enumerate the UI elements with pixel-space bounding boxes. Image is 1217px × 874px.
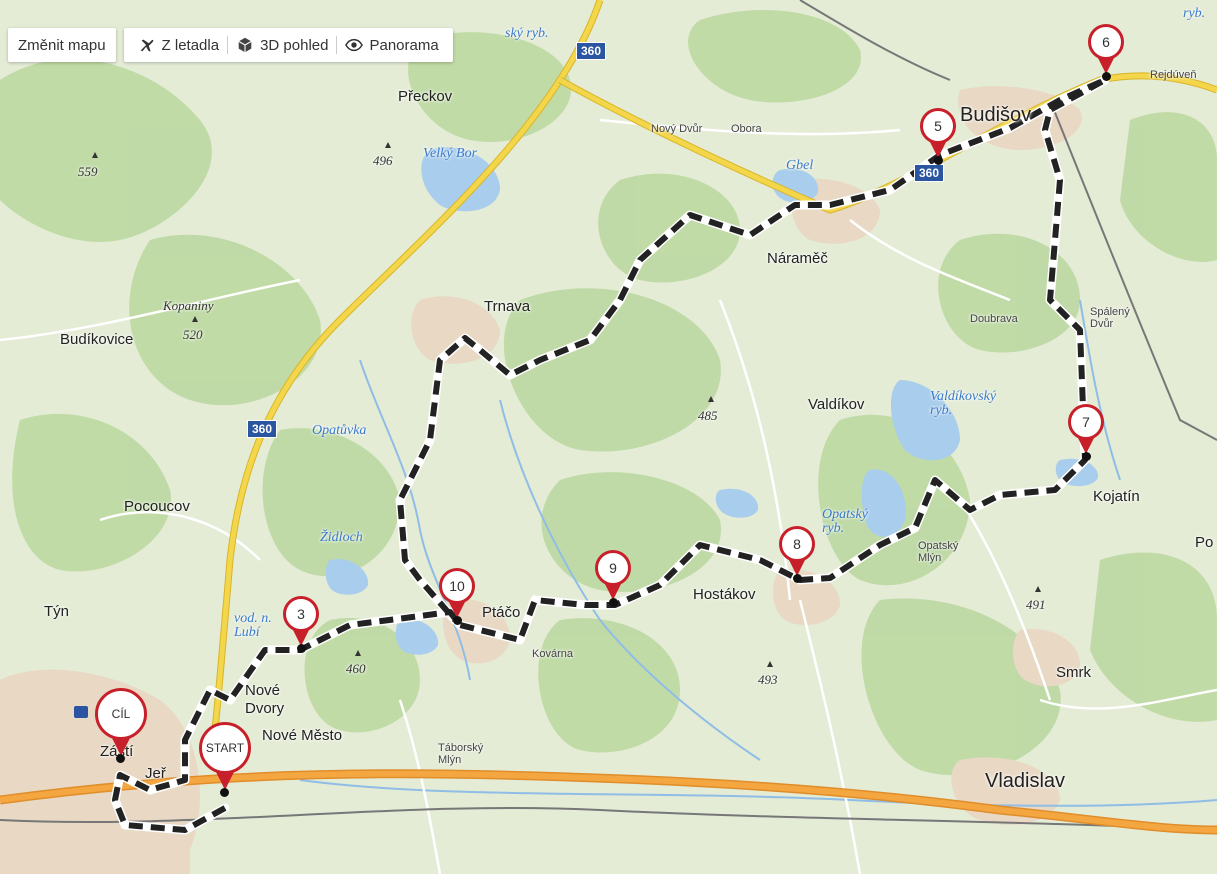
water-label: Velký Bor (423, 146, 478, 161)
pin-anchor (297, 644, 306, 653)
place-label: Pocoucov (124, 498, 190, 515)
pin-anchor (220, 788, 229, 797)
pin-anchor (793, 574, 802, 583)
place-label: Kojatín (1093, 488, 1140, 505)
finish-pin[interactable]: CÍL (93, 688, 149, 763)
hill-label: 520 (183, 327, 203, 342)
waypoint-pin-8[interactable]: 8 (777, 526, 817, 583)
pin-anchor (1082, 452, 1091, 461)
3d-view-label: 3D pohled (260, 36, 329, 54)
place-label: Opatský Mlýn (918, 540, 959, 564)
toolbar-divider (227, 36, 229, 54)
toolbar-divider (336, 36, 338, 54)
pin-label: START (199, 722, 251, 774)
road-shield: 360 (576, 42, 607, 60)
water-label: Opatský ryb. (822, 507, 868, 536)
waypoint-pin-7[interactable]: 7 (1066, 404, 1106, 461)
road-shield: 360 (247, 420, 278, 438)
place-label: Nový Dvůr (651, 123, 703, 135)
panorama-button[interactable]: Panorama (337, 28, 446, 62)
pin-anchor (453, 616, 462, 625)
water-label: Valdíkovský ryb. (930, 389, 997, 418)
water-label: ský ryb. (505, 26, 549, 41)
waypoint-pin-9[interactable]: 9 (593, 550, 633, 607)
change-map-button[interactable]: Změnit mapu (8, 28, 116, 62)
water-label: ryb. (1183, 6, 1206, 21)
water-areas (325, 147, 1099, 655)
place-label: Po (1195, 534, 1214, 551)
hill-label: Kopaniny (163, 298, 214, 313)
pin-label: 5 (920, 108, 956, 144)
water-label: Židloch (320, 530, 363, 545)
cube-icon (238, 37, 252, 53)
place-label: Valdíkov (808, 396, 865, 413)
place-label: Táborský Mlýn (438, 742, 484, 766)
place-label: Nové Dvory (245, 682, 285, 717)
place-label: Trnava (484, 298, 531, 315)
hill-label: 493 (758, 672, 778, 687)
place-label: Spálený Dvůr (1090, 306, 1130, 330)
airplane-icon (140, 39, 153, 52)
pin-label: 6 (1088, 24, 1124, 60)
water-label: Gbel (786, 158, 814, 173)
hill-label: 559 (78, 164, 98, 179)
place-label: Budíkovice (60, 331, 134, 348)
pin-anchor (934, 156, 943, 165)
eye-icon (345, 38, 364, 52)
aerial-view-label: Z letadla (161, 36, 220, 54)
place-label: Budišov (960, 104, 1032, 126)
3d-view-button[interactable]: 3D pohled (228, 28, 336, 62)
place-label: Hostákov (693, 586, 756, 603)
pin-label: 8 (779, 526, 815, 562)
place-label: Přeckov (398, 88, 453, 105)
aerial-view-button[interactable]: Z letadla (130, 28, 228, 62)
map-toolbar: Změnit mapu Z letadla 3D pohled Panorama (8, 28, 453, 62)
place-label: Smrk (1056, 664, 1091, 681)
waypoint-pin-6[interactable]: 6 (1086, 24, 1126, 81)
place-label: Doubrava (970, 313, 1018, 325)
waypoint-pin-3[interactable]: 3 (281, 596, 321, 653)
place-label: Nové Město (262, 727, 343, 744)
place-label: Ptáčo (482, 604, 521, 621)
hill-label: 491 (1026, 597, 1046, 612)
hill-markers (92, 142, 1041, 667)
pin-anchor (1102, 72, 1111, 81)
place-label: Kovárna (532, 648, 573, 660)
waypoint-pin-5[interactable]: 5 (918, 108, 958, 165)
hill-label: 496 (373, 153, 393, 168)
pin-label: 7 (1068, 404, 1104, 440)
view-mode-group: Z letadla 3D pohled Panorama (123, 28, 453, 62)
waypoint-pin-10[interactable]: 10 (437, 568, 477, 625)
place-label: Náraměč (767, 250, 828, 267)
place-label: Vladislav (985, 770, 1066, 792)
road-shield: 360 (914, 164, 945, 182)
pin-label: 10 (439, 568, 475, 604)
place-label: Rejdúveň (1150, 69, 1197, 81)
pin-label: CÍL (95, 688, 147, 740)
place-label: Obora (731, 123, 762, 135)
railways (0, 0, 1217, 831)
hill-label: 460 (346, 661, 366, 676)
water-label: vod. n. Lubí (234, 611, 272, 640)
start-pin[interactable]: START (197, 722, 253, 797)
rivers (299, 299, 1217, 807)
pin-label: 3 (283, 596, 319, 632)
water-label: Opatůvka (312, 423, 367, 438)
pin-label: 9 (595, 550, 631, 586)
place-label: Týn (44, 603, 70, 620)
route-dashes (112, 77, 1108, 833)
pin-anchor (609, 598, 618, 607)
panorama-label: Panorama (369, 36, 439, 54)
place-label: Jeř (145, 765, 166, 782)
hill-label: 485 (698, 408, 718, 423)
pin-anchor (116, 754, 125, 763)
